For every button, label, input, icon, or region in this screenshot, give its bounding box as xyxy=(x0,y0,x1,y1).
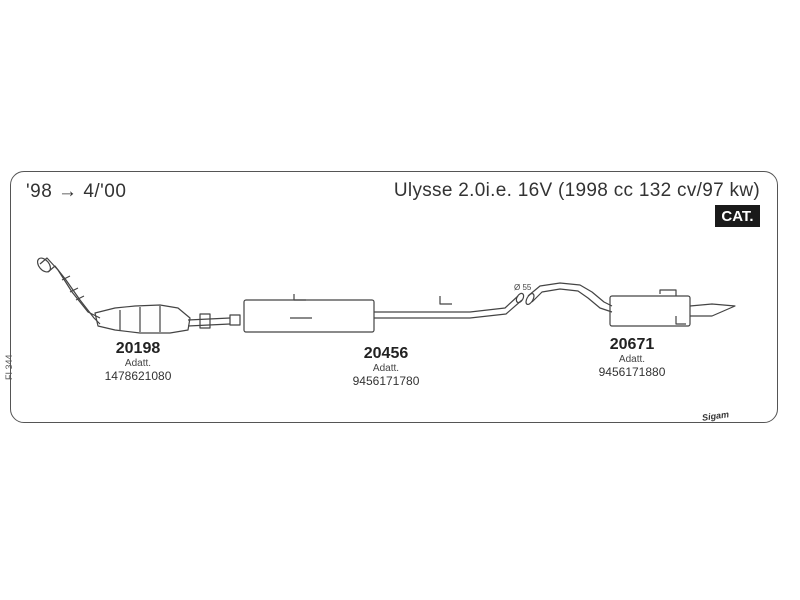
catalytic-converter-part xyxy=(36,257,241,334)
catalyst-badge: CAT. xyxy=(715,205,760,227)
vehicle-model-title: Ulysse 2.0i.e. 16V (1998 cc 132 cv/97 kw… xyxy=(393,180,760,201)
part-20671: 20671 Adatt. 9456171880 xyxy=(599,336,666,380)
part-number: 20456 xyxy=(363,345,409,362)
part-reference: 1478621080 xyxy=(104,368,172,383)
part-reference: 9456171780 xyxy=(352,373,420,388)
production-period: '98 → 4/'00 xyxy=(26,181,127,202)
part-adapter-label: Adatt. xyxy=(618,354,646,366)
intermediate-silencer-part xyxy=(243,292,525,333)
rear-silencer-part xyxy=(525,282,736,327)
part-number: 20671 xyxy=(609,336,655,353)
part-reference: 9456171880 xyxy=(598,364,666,379)
pipe-diameter-label: Ø 55 xyxy=(514,283,532,292)
diagram-panel xyxy=(10,171,778,423)
part-20456: 20456 Adatt. 9456171780 xyxy=(353,345,420,389)
part-adapter-label: Adatt. xyxy=(372,363,400,375)
part-adapter-label: Adatt. xyxy=(124,358,152,370)
part-20198: 20198 Adatt. 1478621080 xyxy=(105,340,172,384)
part-number: 20198 xyxy=(115,340,161,357)
